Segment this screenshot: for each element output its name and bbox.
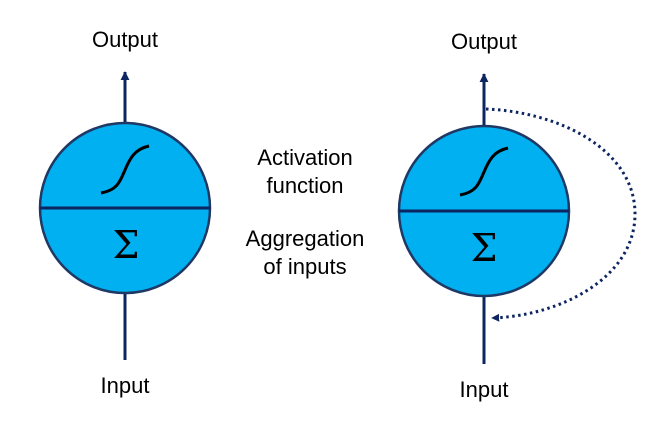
left-sigma-symbol: Σ <box>113 223 140 267</box>
right-output-label: Output <box>451 29 517 54</box>
right-neuron: Σ Output Input <box>397 29 637 402</box>
left-input-label: Input <box>101 373 150 398</box>
left-neuron: Σ Output Input <box>38 27 212 398</box>
aggregation-label-line2: of inputs <box>263 254 346 279</box>
right-sigma-symbol: Σ <box>471 226 498 270</box>
middle-labels: Activation function Aggregation of input… <box>246 145 365 279</box>
aggregation-label-line1: Aggregation <box>246 226 365 251</box>
right-input-label: Input <box>460 377 509 402</box>
recurrent-feedback-arrow <box>485 107 637 322</box>
right-sigmoid-icon <box>459 146 509 197</box>
left-sigmoid-icon <box>100 144 150 195</box>
left-output-label: Output <box>92 27 158 52</box>
activation-label-line2: function <box>266 173 343 198</box>
activation-label-line1: Activation <box>257 145 352 170</box>
